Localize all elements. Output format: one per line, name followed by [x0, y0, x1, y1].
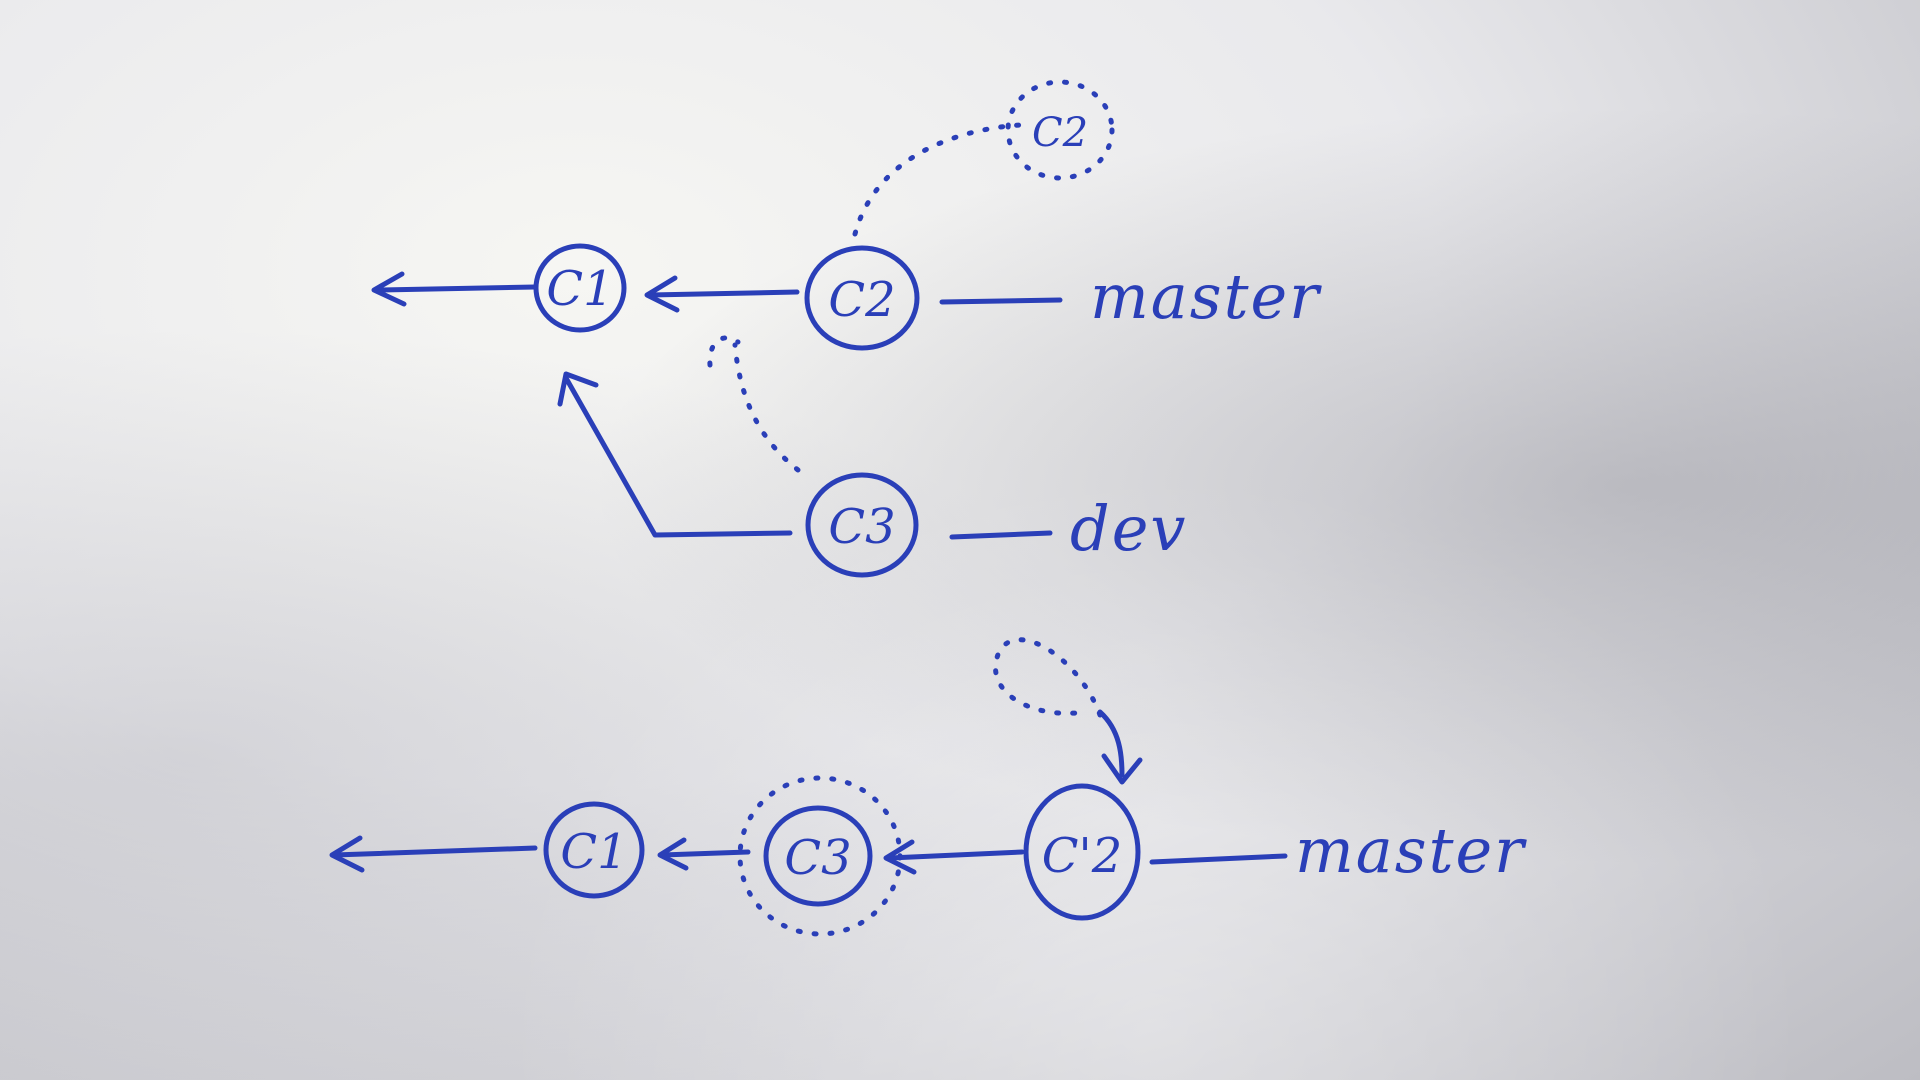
bottom-master-pointer: master [1149, 814, 1527, 887]
bottom-node-c3-label: C3 [784, 830, 851, 886]
top-arrow-c3-to-c1 [557, 371, 793, 538]
bottom-arrow-c3-to-c1 [657, 837, 751, 871]
bottom-master-label: master [1295, 814, 1527, 887]
top-diagram: C1 C2 master C2 [371, 79, 1322, 578]
top-dashed-arrow-c3-to-c2 [707, 335, 801, 473]
top-master-pointer: master [939, 260, 1322, 333]
top-dev-pointer: dev [949, 492, 1187, 565]
top-node-c2-label: C2 [828, 272, 895, 328]
top-node-c3: C3 [805, 472, 919, 578]
top-master-label: master [1090, 260, 1322, 333]
top-arrow-c2-to-c1 [644, 275, 800, 313]
top-node-c2-ghost-label: C2 [1032, 110, 1088, 156]
top-node-c2-ghost: C2 [1005, 79, 1115, 181]
bottom-node-c2-prime-label: C'2 [1042, 828, 1122, 884]
bottom-node-c1: C1 [543, 801, 645, 899]
top-node-c1: C1 [533, 243, 627, 333]
top-node-c1-label: C1 [546, 261, 613, 317]
top-history-arrow [371, 271, 538, 307]
top-node-c2: C2 [804, 245, 920, 351]
top-dev-label: dev [1070, 492, 1187, 565]
bottom-history-arrow [329, 835, 538, 873]
bottom-diagram: C1 C3 C'2 [329, 637, 1527, 937]
bottom-node-c1-label: C1 [560, 824, 627, 880]
top-ghost-link [852, 122, 1023, 237]
top-node-c3-label: C3 [828, 499, 895, 555]
bottom-arrow-c2prime-to-c3 [883, 839, 1025, 875]
bottom-dashed-loop [993, 637, 1143, 785]
bottom-node-c3: C3 [763, 805, 873, 907]
bottom-node-c2-prime: C'2 [1023, 783, 1141, 921]
